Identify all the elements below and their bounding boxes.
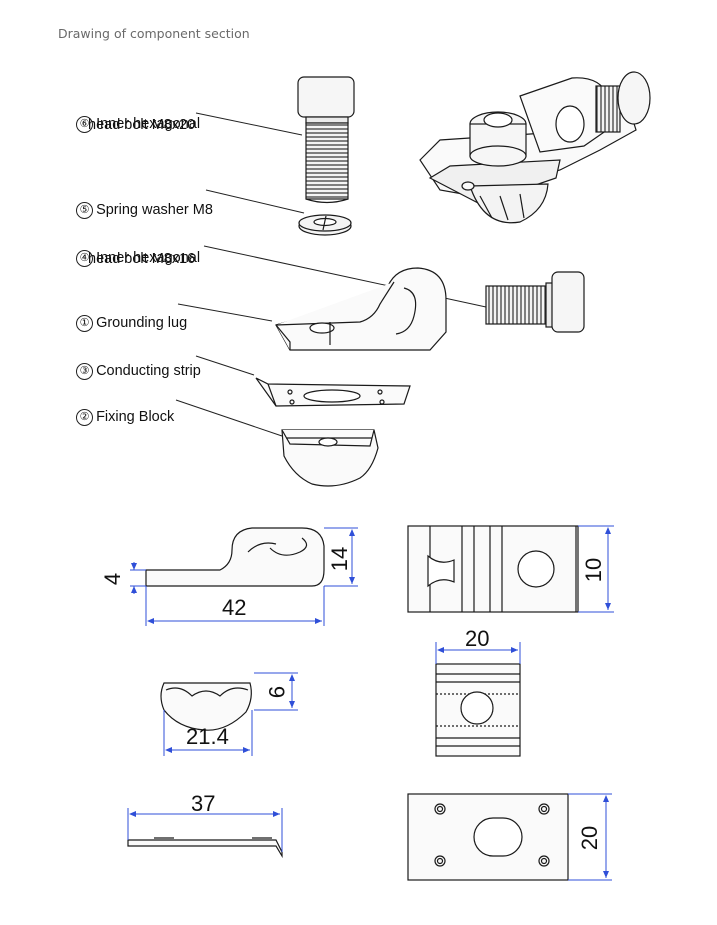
callout-number: ① [76,315,94,332]
callout-number: ② [76,409,94,426]
dim-lug-length: 42 [222,595,247,620]
block-front-view [160,682,252,731]
callout-text-line1: Spring washer M8 [96,202,213,218]
dim-strip-length: 37 [191,791,216,816]
lug-top-view [407,525,579,613]
dim-block-length: 21.4 [186,724,229,749]
lug-side-view [145,527,325,587]
strip-top-view [407,793,569,881]
callout-text-line1: Fixing Block [96,409,175,425]
callout-bolt-m8x16-line2: head bolt M8x16 [88,251,196,267]
lug-dims [130,527,358,626]
page-title: Drawing of component section [58,26,250,41]
callout-text-line1: Conducting strip [96,363,201,379]
callout-bolt-m8x20-line2: head bolt M8x20 [88,117,196,133]
strip-side-dims [127,808,283,852]
callout-text-line1: Grounding lug [96,315,188,331]
bolt-m8x16-drawing [485,271,585,333]
bolt-m8x20-drawing [297,76,355,204]
fixing-block-drawing [281,429,379,487]
callout-text-line1: Inner hexagonal [96,250,201,266]
assembly-drawing [419,71,651,224]
lug-top-dims [578,525,614,613]
callout-number: ⑤ [76,202,94,219]
callout-number: ⑥ [76,116,94,133]
dim-block-width: 20 [465,626,490,651]
callout-number: ④ [76,250,94,267]
dim-lug-width: 10 [581,557,607,583]
grounding-lug-drawing [275,267,447,351]
spring-washer-drawing [298,214,352,236]
dim-lug-height: 14 [327,546,353,572]
callout-number: ③ [76,363,94,380]
dim-lug-thickness: 4 [100,572,126,586]
callout-text-line1: Inner hexagonal [96,116,201,132]
block-top-dims [435,642,521,664]
dim-strip-width: 20 [577,825,603,851]
strip-top-dims [568,793,612,881]
block-front-dims [163,672,298,756]
block-top-view [435,663,521,757]
dim-block-height: 9 [264,685,290,699]
strip-side-view [127,837,283,859]
conducting-strip-drawing [255,377,411,407]
